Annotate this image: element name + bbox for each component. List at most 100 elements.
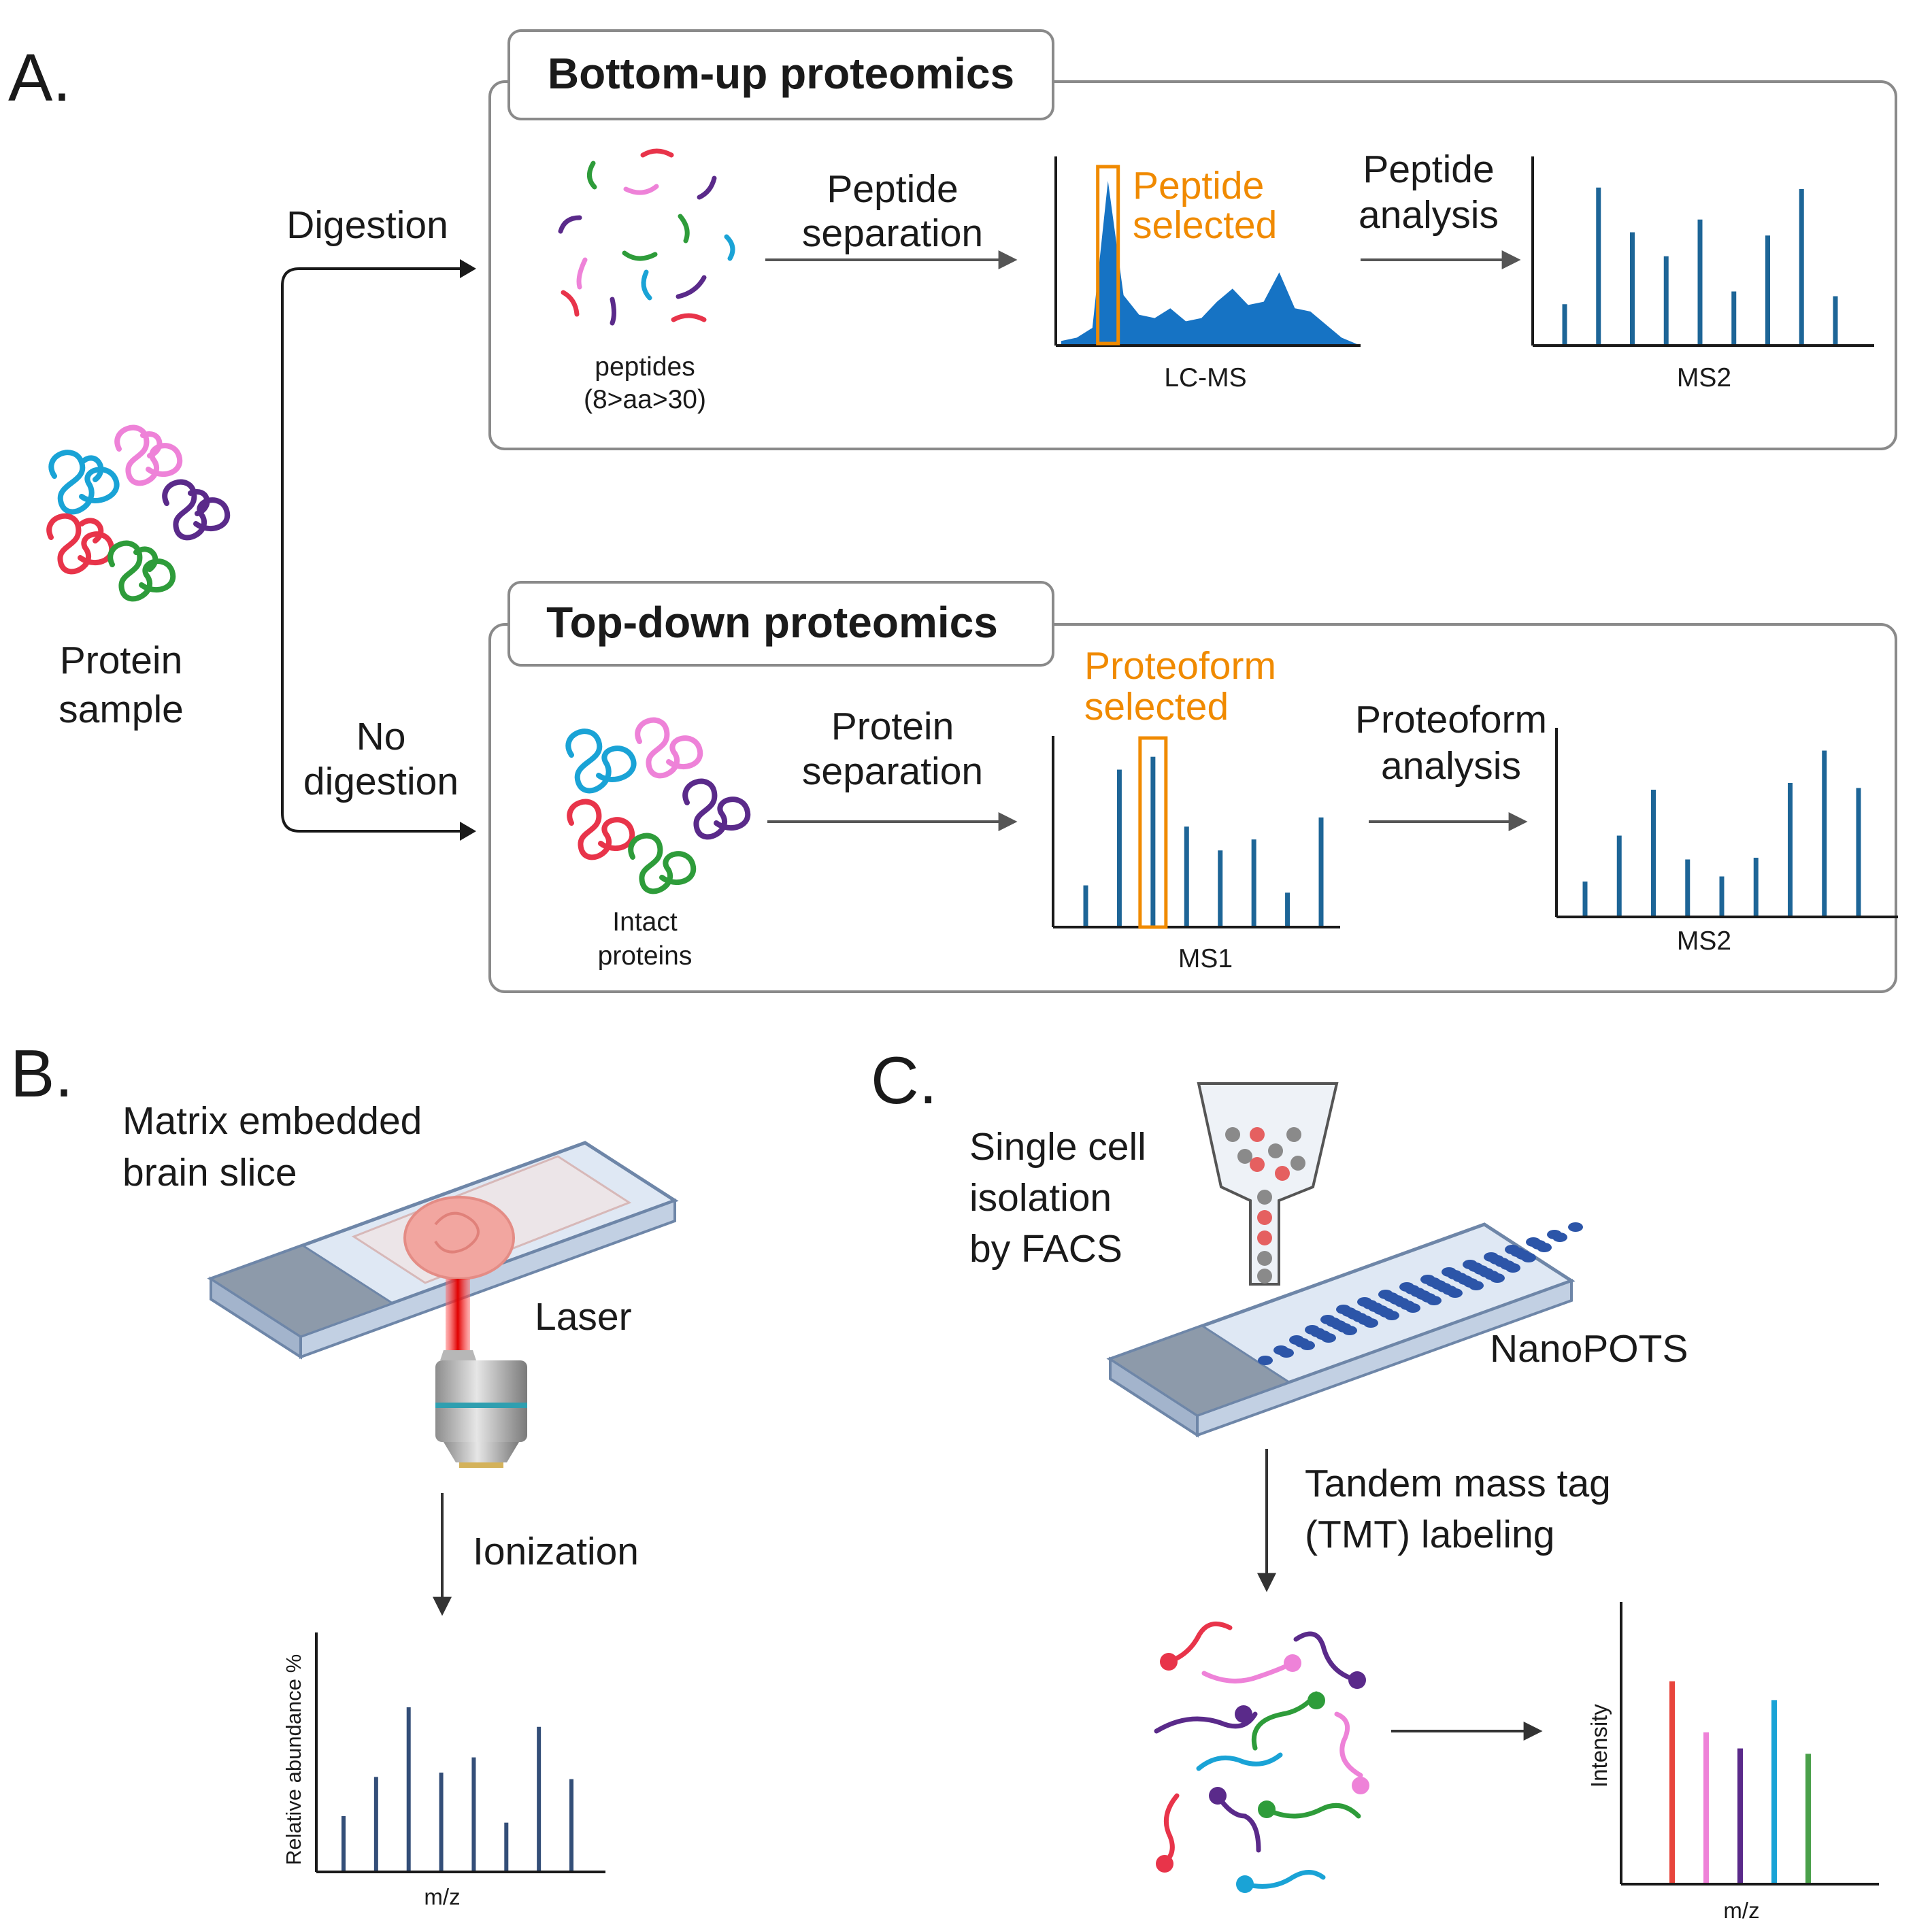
tmt-spectrum-chart	[1620, 1602, 1879, 1886]
peptide-fragments-icon	[558, 148, 735, 326]
laser-label: Laser	[535, 1295, 632, 1339]
tmt-label-2: (TMT) labeling	[1305, 1513, 1554, 1556]
proteoform-selected-label-1: Proteoform	[1084, 644, 1276, 688]
objective-lens-icon	[435, 1350, 527, 1468]
top-down-box	[488, 623, 1897, 993]
peptide-selected-label-1: Peptide	[1133, 164, 1264, 207]
sorted-cell-icon	[1250, 1127, 1265, 1142]
sorted-cell-icon	[1257, 1269, 1272, 1284]
nanowell-icon	[1484, 1252, 1499, 1262]
intact-proteins-label-1: Intact	[612, 907, 678, 937]
maldi-y-label: Relative abundance %	[282, 1654, 305, 1865]
proteoform-analysis-label-2: analysis	[1381, 744, 1521, 788]
ionization-label: Ionization	[473, 1530, 639, 1573]
matrix-label-2: brain slice	[122, 1151, 297, 1194]
bottom-up-ms2-label: MS2	[1677, 363, 1731, 392]
protein-separation-label-2: separation	[802, 750, 983, 793]
lc-ms-chart	[1054, 156, 1361, 347]
peptide-analysis-label-1: Peptide	[1363, 148, 1494, 191]
protein-sample-label-1: Protein	[60, 639, 183, 682]
ms1-label: MS1	[1178, 944, 1233, 973]
bottom-up-box	[488, 80, 1897, 450]
sorted-cell-icon	[1286, 1127, 1301, 1142]
branch-arrowhead-top	[460, 259, 476, 278]
panel-label-b: B.	[10, 1036, 73, 1111]
panel-label-c: C.	[871, 1043, 937, 1118]
nanopots-label: NanoPOTS	[1490, 1327, 1688, 1371]
tmt-x-label: m/z	[1723, 1898, 1759, 1923]
branch-arrowhead-bottom	[460, 822, 476, 841]
sorted-cell-icon	[1257, 1251, 1272, 1266]
nanowell-icon	[1289, 1335, 1304, 1345]
sorted-cell-icon	[1257, 1210, 1272, 1225]
facs-funnel-icon	[1197, 1082, 1339, 1286]
nanowell-icon	[1568, 1222, 1583, 1232]
peptide-selected-label-2: selected	[1133, 203, 1277, 247]
nanowell-icon	[1305, 1325, 1320, 1335]
protein-sample-icon	[46, 424, 231, 602]
tmt-y-label: Intensity	[1586, 1704, 1612, 1788]
nanopots-slide-icon	[1106, 1222, 1583, 1438]
panel-label-a: A.	[8, 40, 71, 115]
lc-ms-label: LC-MS	[1164, 363, 1246, 392]
proteoform-analysis-label-1: Proteoform	[1355, 698, 1547, 741]
top-down-ms2-chart	[1555, 728, 1898, 918]
peptides-label-2: (8>aa>30)	[584, 385, 706, 414]
bottom-up-title-tab	[507, 29, 1054, 120]
nanowell-icon	[1463, 1260, 1478, 1269]
proteoform-selected-highlight	[1138, 736, 1168, 929]
protein-sample-label-2: sample	[59, 688, 184, 731]
sorted-cell-icon	[1268, 1143, 1283, 1158]
protein-separation-label-1: Protein	[831, 705, 954, 748]
nanowell-icon	[1399, 1282, 1414, 1292]
top-down-ms2-label: MS2	[1677, 926, 1731, 956]
nanowell-icon	[1378, 1290, 1393, 1299]
nanowell-icon	[1526, 1237, 1541, 1247]
nanowell-icon	[1336, 1305, 1351, 1314]
maldi-spectrum-chart	[315, 1632, 605, 1873]
brain-slice-icon	[403, 1196, 515, 1280]
sorted-cell-icon	[1257, 1230, 1272, 1245]
peptide-separation-label-1: Peptide	[827, 167, 958, 211]
branch-connector	[281, 267, 468, 833]
bottom-up-ms2-chart	[1531, 156, 1874, 347]
laser-beam	[446, 1279, 470, 1354]
nanowell-icon	[1420, 1275, 1435, 1284]
nanowell-icon	[1258, 1356, 1273, 1365]
nanowell-icon	[1505, 1245, 1520, 1254]
nanowell-icon	[1320, 1315, 1335, 1324]
facs-label-3: by FACS	[969, 1227, 1122, 1271]
sorted-cell-icon	[1250, 1157, 1265, 1172]
ms1-chart	[1052, 736, 1340, 929]
peptide-selected-highlight	[1096, 165, 1120, 346]
peptides-label-1: peptides	[595, 352, 695, 382]
tmt-label-1: Tandem mass tag	[1305, 1462, 1611, 1505]
tmt-labeled-peptides-icon	[1154, 1621, 1369, 1893]
sorted-cell-icon	[1275, 1166, 1290, 1181]
peptide-separation-label-2: separation	[802, 212, 983, 255]
sorted-cell-icon	[1225, 1127, 1240, 1142]
facs-label-2: isolation	[969, 1176, 1112, 1220]
no-digestion-label-2: digestion	[303, 760, 459, 803]
matrix-label-1: Matrix embedded	[122, 1099, 422, 1143]
sorted-cell-icon	[1237, 1149, 1252, 1164]
sorted-cell-icon	[1257, 1190, 1272, 1205]
maldi-x-label: m/z	[424, 1884, 460, 1909]
facs-label-1: Single cell	[969, 1125, 1146, 1169]
top-down-title: Top-down proteomics	[546, 598, 998, 647]
lc-ms-trace	[1061, 181, 1357, 344]
peptide-analysis-label-2: analysis	[1359, 193, 1499, 237]
intact-proteins-icon	[565, 717, 751, 894]
nanowell-icon	[1547, 1230, 1562, 1239]
nanowell-icon	[1273, 1345, 1288, 1355]
digestion-label: Digestion	[286, 203, 448, 247]
top-down-title-tab	[507, 581, 1054, 667]
no-digestion-label-1: No	[356, 715, 406, 758]
sorted-cell-icon	[1290, 1156, 1305, 1171]
bottom-up-title: Bottom-up proteomics	[548, 49, 1014, 98]
nanowell-icon	[1357, 1297, 1372, 1307]
intact-proteins-label-2: proteins	[598, 941, 693, 971]
proteoform-selected-label-2: selected	[1084, 685, 1229, 728]
nanowell-icon	[1442, 1267, 1456, 1277]
